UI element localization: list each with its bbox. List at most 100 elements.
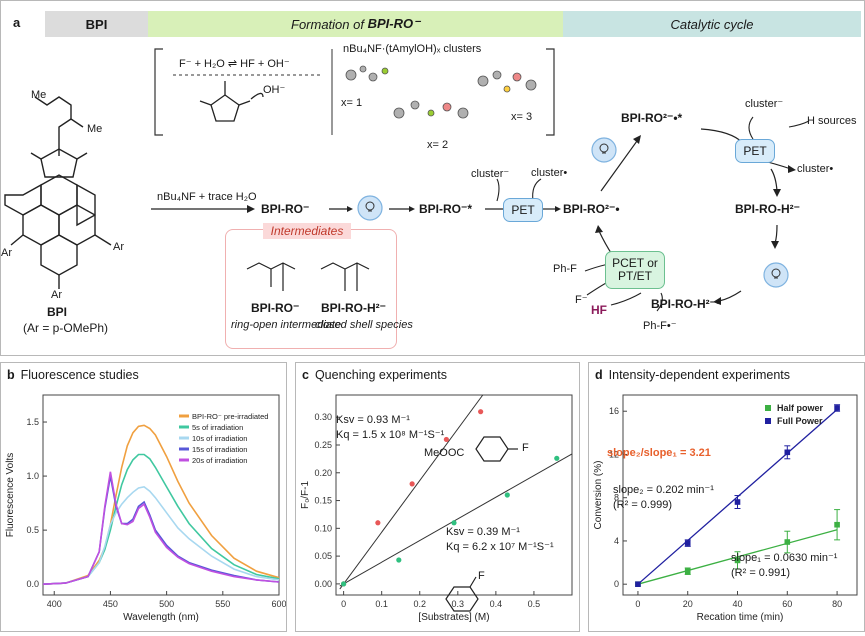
y-tick-label: 0.10 bbox=[314, 523, 332, 533]
x-label-2: x= 2 bbox=[427, 139, 449, 151]
data-point bbox=[734, 499, 741, 505]
hf-label: HF bbox=[591, 303, 607, 317]
annotation-kq-1: Kq = 1.5 x 10⁸ M⁻¹S⁻¹ bbox=[336, 429, 445, 441]
slope1-r2: (R² = 0.991) bbox=[731, 567, 790, 579]
y-axis-label: Conversion (%) bbox=[593, 461, 604, 530]
x-tick-label: 20 bbox=[683, 599, 693, 609]
data-point bbox=[734, 557, 741, 564]
h-sources-text: H sources bbox=[807, 115, 857, 127]
y-tick-label: 12 bbox=[609, 449, 619, 459]
bpi-structure bbox=[4, 96, 112, 289]
annotation-kq-2: Kq = 6.2 x 10⁷ M⁻¹S⁻¹ bbox=[446, 541, 554, 553]
band-formation-species: BPI-RO⁻ bbox=[367, 16, 420, 31]
x-tick-label: 0.3 bbox=[452, 599, 465, 609]
phf-label: Ph-F bbox=[553, 263, 577, 275]
series-line bbox=[42, 453, 280, 585]
ar-label-3: Ar bbox=[51, 289, 62, 301]
x-tick-label: 60 bbox=[782, 599, 792, 609]
data-point bbox=[409, 481, 415, 487]
fluoride-label: F⁻ bbox=[575, 294, 588, 306]
x-tick-label: 0.4 bbox=[490, 599, 503, 609]
intermediate-left-desc: ring-open intermediate bbox=[231, 319, 342, 331]
legend-entry: BPI-RO⁻ pre-irradiated bbox=[192, 412, 268, 421]
equilibrium-text: F⁻ + H₂O ⇌ HF + OH⁻ bbox=[179, 58, 290, 70]
plot-frame bbox=[622, 394, 858, 596]
y-tick-label: 8 bbox=[614, 493, 619, 503]
y-tick-label: 0.25 bbox=[314, 440, 332, 450]
hydroxide-text: OH⁻ bbox=[263, 84, 286, 96]
slope-ratio: slope₂/slope₁ = 3.21 bbox=[607, 447, 711, 459]
substrate-1-ester: MeOOC bbox=[424, 447, 465, 459]
annotation-ksv-2: Ksv = 0.39 M⁻¹ bbox=[446, 526, 520, 538]
band-formation: Formation of BPI-RO⁻ bbox=[148, 11, 563, 37]
pcet-chip: PCET or PT/ET bbox=[605, 251, 665, 289]
intermediates-box bbox=[225, 229, 397, 349]
y-tick-label: 0.30 bbox=[314, 412, 332, 422]
hydroxide-attack-structure bbox=[199, 81, 264, 122]
data-point bbox=[341, 581, 347, 587]
ar-label-2: Ar bbox=[113, 241, 124, 253]
y-tick-label: 0.15 bbox=[314, 496, 332, 506]
intermediates-title: Intermediates bbox=[263, 223, 351, 239]
species-bpi-ro: BPI-RO⁻ bbox=[261, 202, 310, 216]
x-tick-label: 0 bbox=[635, 599, 640, 609]
species-bpi-roh: BPI-RO-H²⁻ bbox=[735, 202, 800, 216]
legend-entry: 20s of irradiation bbox=[192, 456, 247, 465]
data-point bbox=[834, 405, 840, 411]
data-point bbox=[834, 521, 840, 528]
species-bpi-ro2: BPI-RO²⁻• bbox=[563, 202, 620, 216]
pcet-line-2: PT/ET bbox=[617, 269, 652, 283]
legend-entry: 10s of irradiation bbox=[192, 434, 247, 443]
x-tick-label: 600 bbox=[271, 599, 286, 609]
x-axis-label: [Substrates] (M) bbox=[418, 612, 489, 623]
light-icon bbox=[357, 137, 789, 288]
x-tick-label: 400 bbox=[47, 599, 62, 609]
cluster-minus-2: cluster⁻ bbox=[745, 98, 784, 110]
data-point bbox=[451, 520, 457, 526]
cluster-molecule-icon bbox=[345, 65, 537, 119]
series-line bbox=[42, 471, 280, 585]
x-axis-label: Wavelength (nm) bbox=[123, 612, 199, 623]
benzene-ring-icon bbox=[475, 436, 518, 462]
fit-line bbox=[339, 394, 484, 590]
band-catalytic: Catalytic cycle bbox=[563, 11, 861, 37]
panel-d-label: d bbox=[595, 368, 603, 382]
x-tick-label: 0.2 bbox=[413, 599, 426, 609]
legend-entry: Half power bbox=[777, 403, 824, 413]
slope2-r2: (R² = 0.999) bbox=[613, 499, 672, 511]
panel-c-label: c bbox=[302, 368, 309, 382]
y-tick-label: 1.0 bbox=[26, 471, 39, 481]
x-label-3: x= 3 bbox=[511, 111, 533, 123]
intermediate-right-desc: closed shell species bbox=[315, 319, 413, 331]
y-tick-label: 16 bbox=[609, 406, 619, 416]
phf-radical-label: Ph-F•⁻ bbox=[643, 320, 677, 332]
data-point bbox=[504, 492, 510, 498]
x-tick-label: 550 bbox=[215, 599, 230, 609]
intermediate-right-name: BPI-RO-H²⁻ bbox=[321, 301, 386, 315]
pet-chip-1: PET bbox=[503, 198, 543, 222]
y-tick-label: 0.05 bbox=[314, 551, 332, 561]
slope2-value: slope₂ = 0.202 min⁻¹ bbox=[613, 484, 714, 496]
y-axis-label: F₀/F-1 bbox=[300, 481, 311, 509]
x-axis-label: Recation time (min) bbox=[697, 612, 784, 623]
substrate-1-fluorine: F bbox=[522, 442, 529, 454]
panel-d-title-text: Intensity-dependent experiments bbox=[608, 368, 791, 382]
legend-entry: Full Power bbox=[777, 416, 823, 426]
series-line bbox=[42, 486, 280, 585]
series-line bbox=[42, 475, 280, 585]
legend-swatch bbox=[765, 418, 771, 424]
cluster-radical-2: cluster• bbox=[797, 163, 834, 175]
data-point bbox=[684, 568, 691, 575]
data-point bbox=[784, 449, 791, 456]
y-axis-label: Fluorescence Volts bbox=[5, 453, 16, 538]
y-tick-label: 0.20 bbox=[314, 468, 332, 478]
plot-frame bbox=[335, 394, 573, 596]
bpi-ar-definition: (Ar = p-OMePh) bbox=[23, 321, 109, 335]
